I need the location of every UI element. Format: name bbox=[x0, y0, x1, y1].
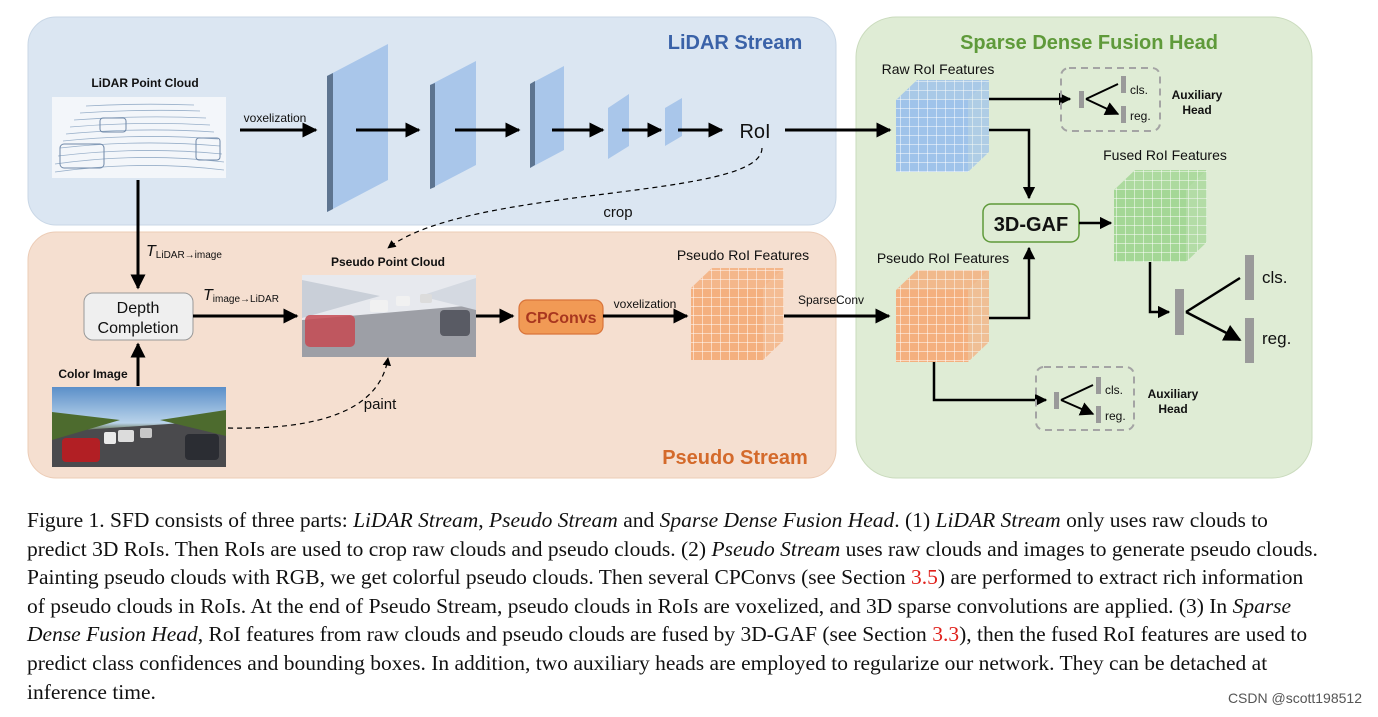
aux-head-1-label-1: Auxiliary bbox=[1172, 88, 1223, 102]
final-cls-bar bbox=[1245, 255, 1254, 300]
aux-head-1-label-2: Head bbox=[1182, 103, 1211, 117]
fused-roi-cube bbox=[1114, 170, 1207, 262]
caption-italic: Pseudo Stream bbox=[711, 536, 841, 561]
caption-text: . (1) bbox=[894, 508, 936, 532]
aux-head-2-label-2: Head bbox=[1158, 402, 1187, 416]
aux-head-1-reg-label: reg. bbox=[1130, 109, 1151, 123]
pseudo-to-aux-head-arrow bbox=[932, 362, 1048, 407]
aux-head-1-cls-label: cls. bbox=[1130, 83, 1148, 97]
aux-head-2-bar bbox=[1054, 392, 1059, 409]
caption-text: ) are performed to extract rich informat… bbox=[27, 565, 1304, 618]
aux-head-2-box bbox=[1035, 366, 1135, 431]
lidar-backbone-block-1 bbox=[327, 44, 388, 212]
final-reg-label: reg. bbox=[1262, 329, 1291, 348]
color-image bbox=[52, 387, 226, 467]
pseudo-stream-roi-features-label: Pseudo RoI Features bbox=[677, 247, 809, 263]
caption-text: only uses raw clouds to predict 3D RoIs.… bbox=[27, 508, 1268, 561]
watermark: CSDN @scott198512 bbox=[1227, 690, 1362, 706]
final-cls-label: cls. bbox=[1262, 268, 1288, 287]
final-head-bar bbox=[1175, 289, 1184, 335]
aux-head-1-cls-bar bbox=[1121, 76, 1126, 93]
lidar-backbone-block-4 bbox=[608, 94, 629, 159]
lidar-backbone-block-3 bbox=[530, 66, 564, 168]
aux-head-1-bar bbox=[1079, 91, 1084, 108]
sfd-architecture-diagram: LiDAR Stream Pseudo Stream Sparse Dense … bbox=[27, 16, 1313, 479]
crop-label: crop bbox=[603, 204, 632, 221]
cpconvs-label: CPConvs bbox=[525, 310, 596, 327]
pseudo-point-cloud-label: Pseudo Point Cloud bbox=[331, 255, 445, 269]
final-head-fork bbox=[1185, 276, 1240, 340]
section-ref-link[interactable]: 3.5 bbox=[910, 565, 938, 590]
pseudo-voxelization-label: voxelization bbox=[614, 297, 677, 311]
final-reg-bar bbox=[1245, 318, 1254, 363]
caption-text: , bbox=[478, 508, 490, 532]
lidar-to-image-transform-label: TLiDAR→image bbox=[146, 243, 222, 261]
aux-head-2-reg-label: reg. bbox=[1105, 409, 1126, 423]
pseudo-stream-title: Pseudo Stream bbox=[662, 447, 808, 469]
aux-head-2-cls-bar bbox=[1096, 377, 1101, 394]
gaf-label: 3D-GAF bbox=[994, 214, 1068, 236]
pseudo-point-cloud-image bbox=[302, 275, 476, 357]
section-ref-link[interactable]: 3.3 bbox=[932, 622, 960, 647]
aux-head-1-reg-bar bbox=[1121, 106, 1126, 123]
paint-label: paint bbox=[364, 396, 397, 413]
lidar-point-cloud-label: LiDAR Point Cloud bbox=[91, 76, 198, 90]
lidar-backbone-block-2 bbox=[430, 61, 476, 189]
caption-text: , RoI features from raw clouds and pseud… bbox=[197, 622, 933, 647]
caption-text: and bbox=[617, 508, 660, 532]
pseudo-stream-roi-cube bbox=[691, 268, 784, 360]
image-to-lidar-transform-label: Timage→LiDAR bbox=[203, 287, 279, 305]
aux-head-1-box bbox=[1060, 67, 1161, 132]
aux-head-2-fork bbox=[1060, 384, 1093, 414]
depth-completion-label-2: Completion bbox=[98, 320, 179, 337]
raw-roi-features-label: Raw RoI Features bbox=[882, 61, 995, 77]
caption-italic: Pseudo Stream bbox=[489, 508, 618, 532]
aux-head-2-label-1: Auxiliary bbox=[1148, 387, 1199, 401]
lidar-backbone-block-5 bbox=[665, 98, 682, 146]
crop-dashed-arrow bbox=[387, 147, 763, 249]
fused-roi-features-label: Fused RoI Features bbox=[1103, 147, 1227, 163]
paint-dashed-arrow bbox=[227, 357, 391, 429]
fusion-pseudo-roi-features-label: Pseudo RoI Features bbox=[877, 250, 1009, 266]
sparseconv-label: SparseConv bbox=[798, 293, 864, 307]
caption-italic: Sparse Dense Fusion Head bbox=[659, 508, 895, 532]
lidar-voxelization-label: voxelization bbox=[244, 111, 307, 125]
pseudo-to-gaf-arrow bbox=[989, 246, 1036, 320]
raw-to-gaf-arrow bbox=[989, 128, 1036, 200]
color-image-label: Color Image bbox=[58, 367, 128, 381]
figure-caption: Figure 1. SFD consists of three parts: L… bbox=[27, 506, 1322, 706]
caption-italic: LiDAR Stream bbox=[935, 508, 1061, 532]
fusion-head-title: Sparse Dense Fusion Head bbox=[960, 32, 1218, 54]
fusion-pseudo-roi-cube bbox=[896, 270, 989, 362]
aux-head-2-reg-bar bbox=[1096, 406, 1101, 423]
lidar-stream-title: LiDAR Stream bbox=[668, 32, 802, 54]
roi-label: RoI bbox=[739, 121, 770, 143]
caption-text: uses raw clouds and images to generate p… bbox=[27, 536, 1318, 590]
caption-italic: LiDAR Stream bbox=[353, 508, 479, 532]
aux-head-1-fork bbox=[1085, 83, 1118, 114]
lidar-point-cloud-image bbox=[52, 97, 226, 178]
caption-text: Figure 1. SFD consists of three parts: bbox=[27, 508, 354, 532]
fused-to-head-arrow bbox=[1148, 262, 1171, 319]
aux-head-2-cls-label: cls. bbox=[1105, 383, 1123, 397]
caption-paragraph: Figure 1. SFD consists of three parts: L… bbox=[27, 506, 1322, 706]
caption-italic: Sparse Dense Fusion Head bbox=[27, 593, 1292, 647]
depth-completion-label-1: Depth bbox=[117, 300, 160, 317]
raw-roi-cube bbox=[896, 80, 989, 172]
caption-text: ), then the fused RoI features are used … bbox=[27, 622, 1308, 704]
